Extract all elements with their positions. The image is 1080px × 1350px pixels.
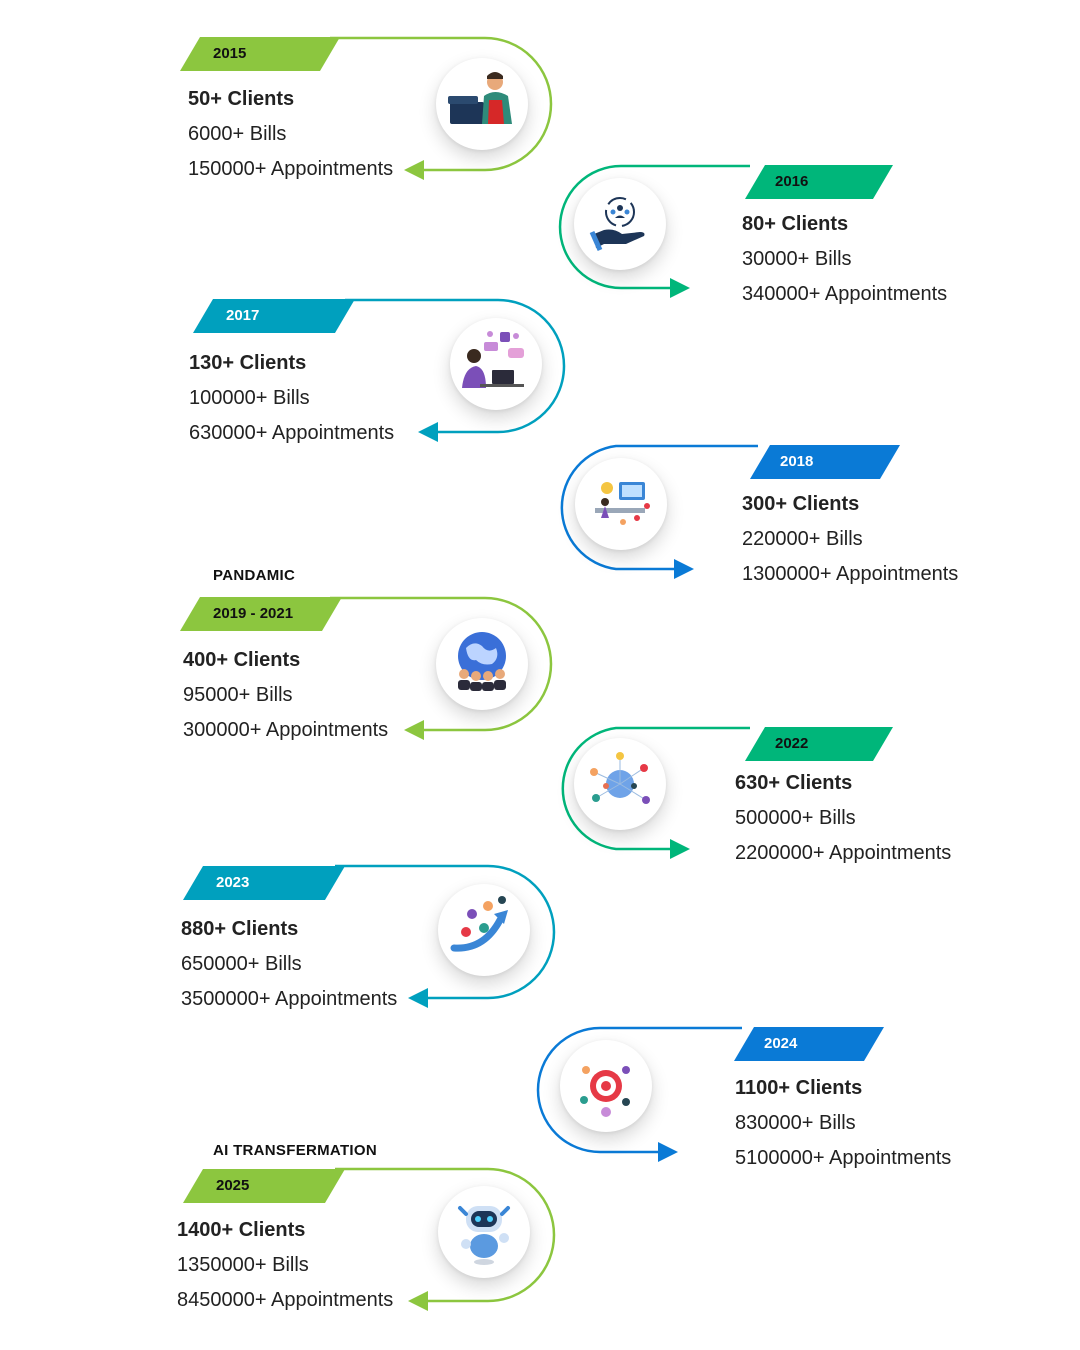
year-badge-2017: 2017 [193, 299, 355, 333]
connector-2023 [335, 864, 556, 1008]
hand-team-icon [589, 197, 645, 252]
milestone-circle-2018 [575, 458, 667, 550]
bills-count: 650000+ Bills [181, 953, 302, 975]
milestone-text-2017: 130+ Clients 100000+ Bills 630000+ Appoi… [189, 346, 394, 451]
phase-label-pandemic: PANDAMIC [213, 567, 296, 584]
appointments-count: 150000+ Appointments [188, 158, 394, 180]
milestone-circle-2019-2021 [436, 618, 528, 710]
clients-count: 1100+ Clients [735, 1077, 863, 1099]
clients-count: 300+ Clients [742, 493, 860, 515]
milestone-text-2023: 880+ Clients 650000+ Bills 3500000+ Appo… [181, 912, 397, 1017]
milestone-text-2019-2021: 400+ Clients 95000+ Bills 300000+ Appoin… [183, 643, 388, 748]
connector-2025 [335, 1167, 556, 1311]
milestone-circle-2023 [438, 884, 530, 976]
milestone-circle-2017 [450, 318, 542, 410]
target-people-icon [580, 1066, 630, 1117]
bills-count: 500000+ Bills [735, 807, 856, 829]
year-badge-2024: 2024 [734, 1027, 884, 1061]
clients-count: 630+ Clients [735, 772, 853, 794]
appointments-count: 340000+ Appointments [742, 283, 948, 305]
appointments-count: 8450000+ Appointments [177, 1289, 394, 1311]
globe-people-icon [458, 632, 506, 691]
appointments-count: 3500000+ Appointments [181, 988, 398, 1010]
growth-arrow-icon [450, 896, 508, 952]
milestone-circle-2016 [574, 178, 666, 270]
support-agent-icon [462, 331, 524, 388]
milestone-text-2015: 50+ Clients 6000+ Bills 150000+ Appointm… [188, 82, 393, 187]
connector-2017 [345, 298, 566, 442]
year-badge-2019-2021: 2019 - 2021 [180, 597, 342, 631]
connector-2018 [560, 444, 758, 579]
milestone-text-2018: 300+ Clients 220000+ Bills 1300000+ Appo… [742, 487, 958, 592]
milestone-circle-2015 [436, 58, 528, 150]
year-badge-2025: 2025 [183, 1169, 345, 1203]
year-badge-2022: 2022 [745, 727, 893, 761]
milestone-text-2022: 630+ Clients 500000+ Bills 2200000+ Appo… [735, 766, 951, 871]
clients-count: 1400+ Clients [177, 1219, 306, 1241]
year-badge-2018: 2018 [750, 445, 900, 479]
year-badge-2023: 2023 [183, 866, 345, 900]
appointments-count: 5100000+ Appointments [735, 1147, 952, 1169]
clients-count: 130+ Clients [189, 352, 307, 374]
appointments-count: 1300000+ Appointments [742, 563, 959, 585]
bills-count: 30000+ Bills [742, 248, 852, 270]
connector-2019-2021 [330, 596, 553, 740]
connector-2024 [536, 1026, 742, 1162]
bills-count: 6000+ Bills [188, 123, 287, 145]
bills-count: 100000+ Bills [189, 387, 310, 409]
milestone-text-2025: 1400+ Clients 1350000+ Bills 8450000+ Ap… [177, 1213, 393, 1318]
clients-count: 80+ Clients [742, 213, 849, 235]
year-badge-2016: 2016 [745, 165, 893, 199]
connector-2016 [558, 164, 750, 298]
robot-icon [458, 1206, 510, 1265]
bills-count: 220000+ Bills [742, 528, 863, 550]
bills-count: 830000+ Bills [735, 1112, 856, 1134]
milestone-circle-2024 [560, 1040, 652, 1132]
year-badge-2015: 2015 [180, 37, 340, 71]
connector-2015 [330, 36, 553, 180]
workspace-icon [595, 482, 650, 525]
connector-2022 [561, 726, 750, 859]
shopkeeper-icon [448, 72, 512, 124]
clients-count: 400+ Clients [183, 649, 301, 671]
milestone-circle-2022 [574, 738, 666, 830]
milestone-text-2024: 1100+ Clients 830000+ Bills 5100000+ App… [735, 1071, 951, 1176]
bills-count: 95000+ Bills [183, 684, 293, 706]
clients-count: 880+ Clients [181, 918, 299, 940]
milestone-text-2016: 80+ Clients 30000+ Bills 340000+ Appoint… [742, 207, 947, 312]
phase-label-ai: AI TRANSFERMATION [213, 1142, 377, 1159]
milestone-circle-2025 [438, 1186, 530, 1278]
appointments-count: 300000+ Appointments [183, 719, 389, 741]
clients-count: 50+ Clients [188, 88, 295, 110]
network-globe-icon [590, 752, 650, 804]
appointments-count: 630000+ Appointments [189, 422, 395, 444]
bills-count: 1350000+ Bills [177, 1254, 309, 1276]
appointments-count: 2200000+ Appointments [735, 842, 952, 864]
